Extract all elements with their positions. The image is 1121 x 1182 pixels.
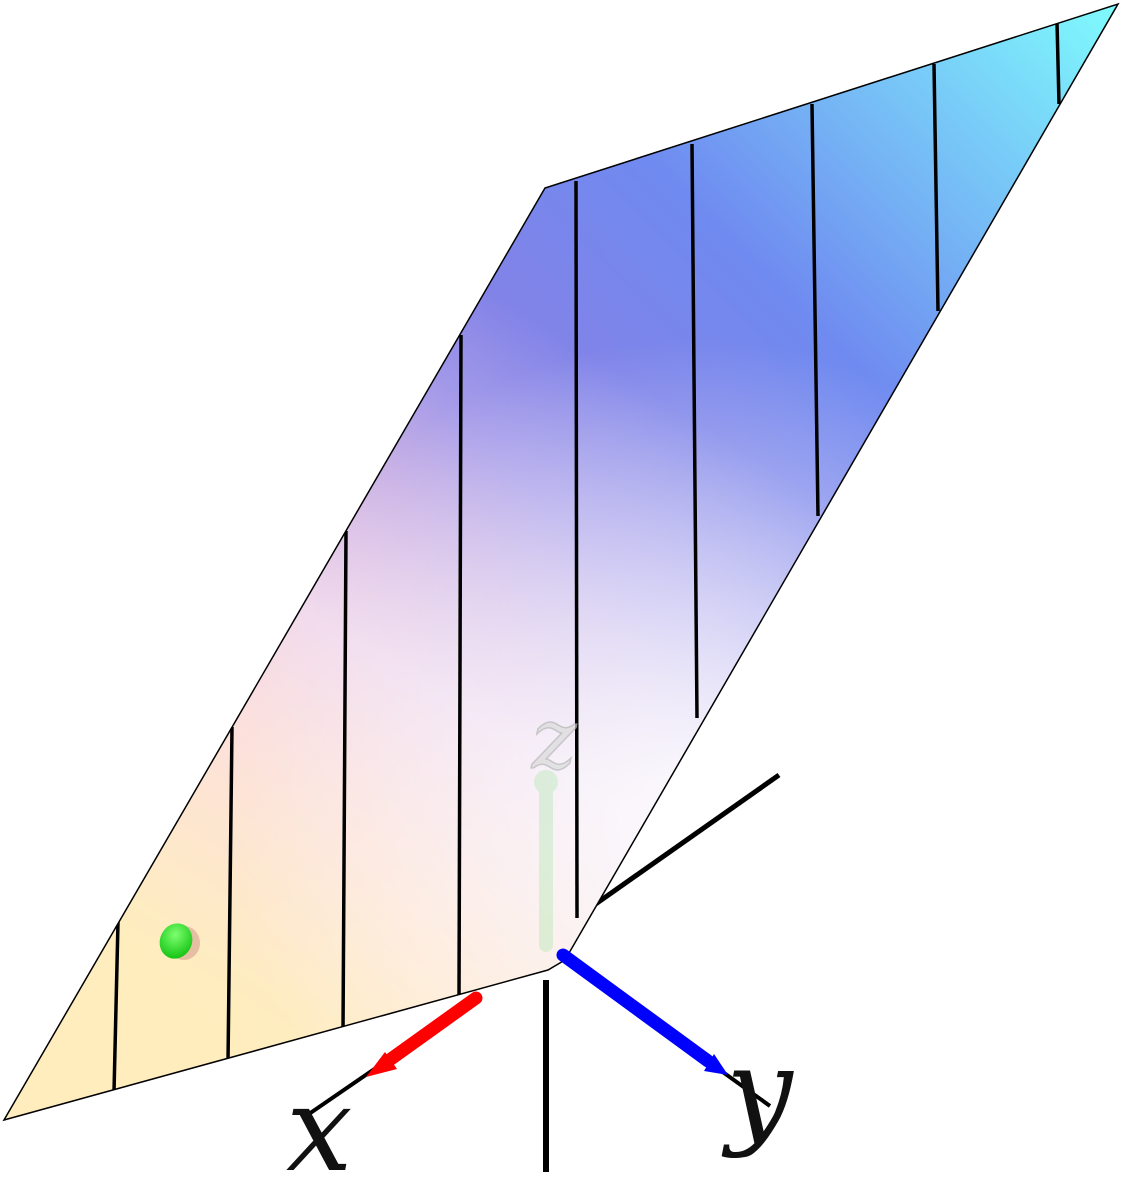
ruling-line: [690, 143, 699, 719]
ruling-line: [810, 103, 820, 517]
plane-sheen: [4, 4, 1118, 1120]
ruling-line: [574, 180, 579, 919]
z-axis-arrow: [534, 770, 558, 952]
ruling-line: [457, 334, 463, 1001]
y-axis-backward-line: [578, 772, 781, 918]
y-axis-label: y: [721, 1022, 794, 1160]
plane-surface: [2, 2, 1120, 1122]
point-marker: [159, 923, 200, 960]
ruling-line: [1055, 21, 1061, 105]
ruling-line: [341, 530, 348, 1033]
ruling-line: [112, 921, 120, 1093]
z-axis-label: z: [531, 690, 577, 788]
x-axis-arrow: [366, 991, 483, 1077]
plane-edge: [2, 2, 1120, 1122]
ruling-line: [932, 63, 940, 312]
ruling-line: [226, 726, 234, 1063]
y-axis-arrow: [556, 948, 728, 1075]
plane-ruling-lines: [112, 21, 1061, 1093]
x-axis-label: x: [286, 1060, 353, 1182]
